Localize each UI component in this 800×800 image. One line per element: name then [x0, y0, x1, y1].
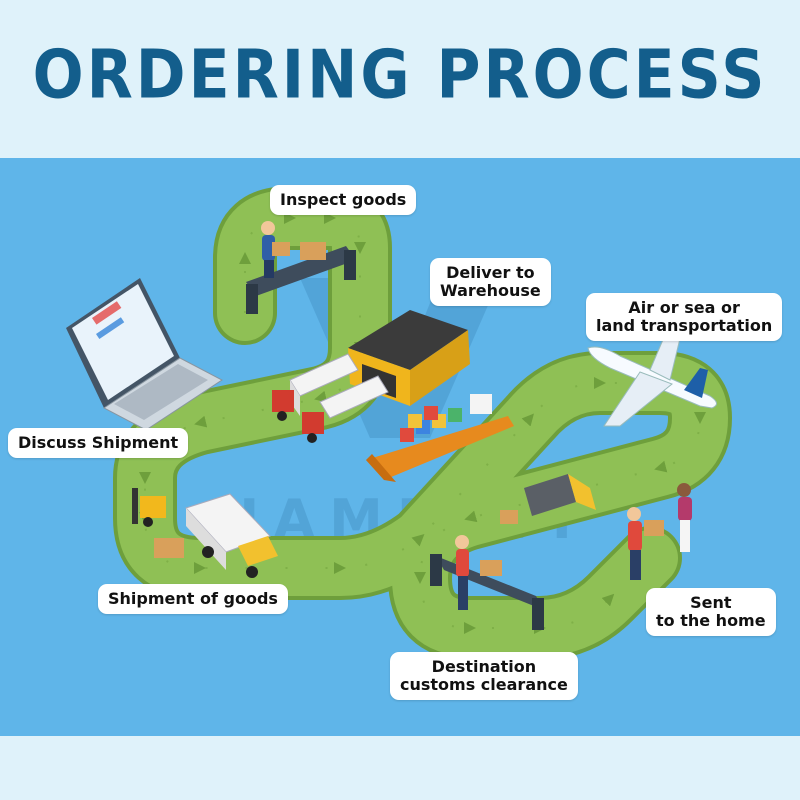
worker-icon: [261, 221, 290, 278]
airplane-icon: [587, 327, 717, 427]
truck-icon: [272, 353, 389, 443]
step-label-inspect-goods: Inspect goods: [270, 185, 417, 215]
step-label-customs-clearance: Destination customs clearance: [390, 652, 578, 700]
footer-band: [0, 736, 800, 800]
customer-icon: [677, 483, 692, 552]
shipment-truck-icon: [185, 493, 278, 578]
cargo-ship-icon: [366, 394, 514, 482]
step-label-sent-to-home: Sent to the home: [646, 588, 776, 636]
step-label-discuss-shipment: Discuss Shipment: [8, 428, 189, 458]
courier-icon: [627, 507, 664, 580]
forklift-icon: [132, 488, 184, 558]
page-title: ORDERING PROCESS: [32, 35, 768, 115]
laptop-icon: [66, 278, 223, 431]
customs-worker-icon: [455, 535, 469, 610]
step-label-shipment-of-goods: Shipment of goods: [98, 584, 288, 614]
delivery-van-icon: [500, 474, 596, 524]
header: ORDERING PROCESS: [0, 0, 800, 158]
step-label-deliver-to-warehouse: Deliver to Warehouse: [430, 258, 551, 306]
process-illustration: HAMETYI: [66, 186, 732, 660]
conveyor-icon: [246, 242, 356, 314]
step-label-air-sea-land: Air or sea or land transportation: [586, 293, 783, 341]
